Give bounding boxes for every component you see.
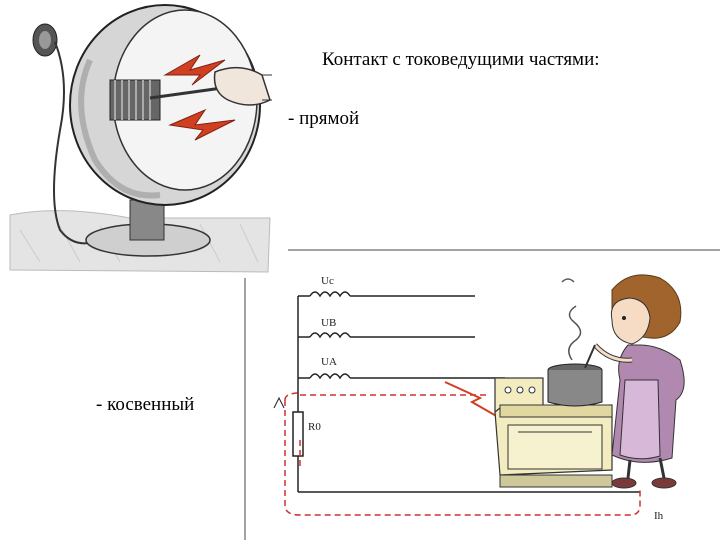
heater-illustration [9,4,272,273]
direct-contact-label: - прямой [288,108,360,129]
label-neutral-resistor: R0 [308,421,321,433]
stove-illustration [494,278,613,488]
indirect-contact-label: - косвенный [96,394,195,415]
slide-title: Контакт с токоведущими частями: [322,49,600,70]
label-phase-b: UB [321,317,336,329]
circuit-diagram: Uc UB UA R0 Ih [273,275,664,522]
label-phase-c: Uc [321,275,334,287]
label-phase-a: UA [321,356,337,368]
label-current: Ih [654,510,664,522]
woman-illustration [584,274,685,489]
